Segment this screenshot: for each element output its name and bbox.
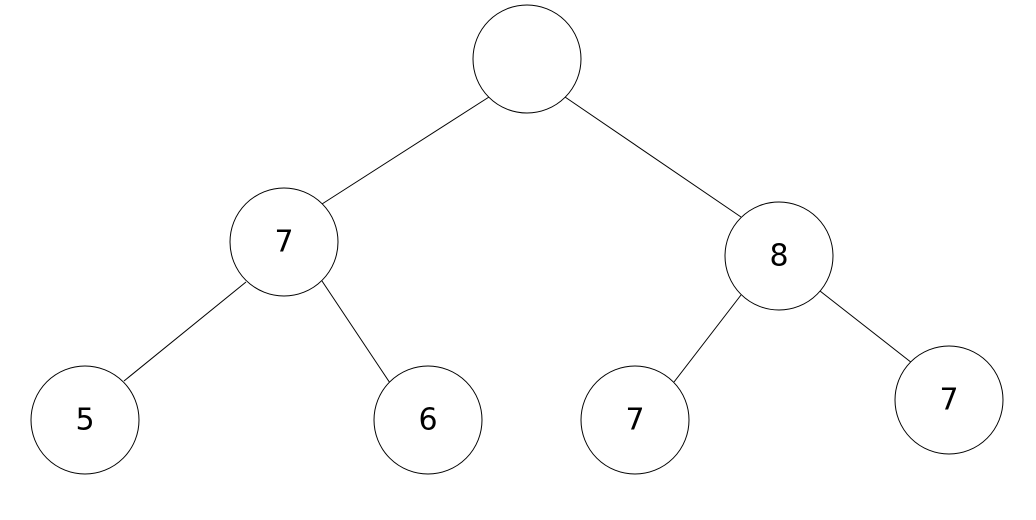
tree-node-right: 8 [724,201,834,311]
tree-node-left-left: 5 [30,365,140,475]
node-circle [30,365,140,475]
node-circle [724,201,834,311]
tree-node-right-right: 7 [894,345,1004,455]
node-label: 5 [75,403,94,438]
tree-edges [123,96,913,384]
edge-right-rightright [819,290,913,364]
node-circle [894,345,1004,455]
node-circle [373,365,483,475]
tree-node-left: 7 [229,187,339,297]
node-label: 6 [418,403,437,438]
node-circle [580,365,690,475]
tree-node-right-left: 7 [580,365,690,475]
node-circle [472,4,582,114]
node-label: 8 [769,239,788,274]
edge-left-leftright [321,280,391,384]
tree-node-left-right: 6 [373,365,483,475]
edge-left-leftleft [123,281,247,382]
edge-right-rightleft [673,294,742,383]
node-label: 7 [274,225,293,260]
node-circle [229,187,339,297]
tree-node-root [472,4,582,114]
edge-root-right [564,96,742,218]
edge-root-left [321,96,490,205]
node-label: 7 [939,383,958,418]
node-label: 7 [625,403,644,438]
